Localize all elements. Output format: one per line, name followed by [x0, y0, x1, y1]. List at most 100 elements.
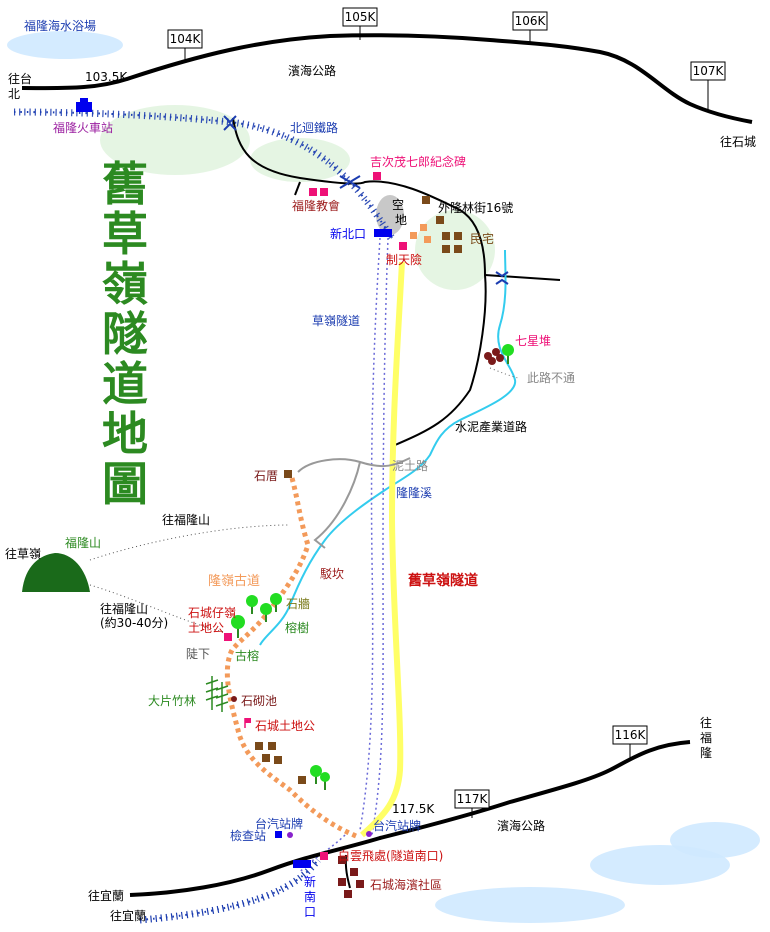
km-104k-label: 104K: [170, 32, 202, 46]
checkpoint-marker: [275, 831, 282, 838]
residence-houses: [422, 196, 462, 253]
shichengziling-shrine-label-1: 石城仔嶺: [188, 606, 236, 620]
church-marker-2: [320, 188, 328, 196]
title-char-3: 嶺: [102, 257, 148, 311]
dirt-road: [297, 457, 411, 549]
church-marker-1: [309, 188, 317, 196]
bus-stop-left-marker: [287, 832, 293, 838]
checkpoint-label: 檢查站: [230, 828, 266, 843]
xinnankou-label-3: 口: [304, 905, 316, 919]
trail-houses: [255, 742, 306, 784]
stone-pool-label: 石砌池: [241, 694, 277, 708]
creek-bridge-icon: [495, 271, 509, 285]
railway-south: [139, 857, 321, 924]
bamboo-forest-icon: [205, 676, 229, 712]
xinnankou-label-1: 新: [304, 874, 316, 889]
fulong-mountain-icon: [22, 553, 90, 592]
shicheng-community-houses: [338, 856, 364, 898]
shicuo-label: 石厝: [254, 469, 278, 483]
to-fulong-label-2: 福: [700, 730, 712, 745]
km-107k-label: 107K: [693, 64, 725, 78]
xinnankou-station-icon: [293, 860, 311, 868]
stone-pool-marker: [231, 696, 237, 702]
to-fulong-label-1: 往: [700, 715, 712, 730]
road-church-spur: [294, 181, 301, 196]
longlong-creek: [259, 249, 517, 646]
baiyunfeichu-label: 白雲飛處: [338, 848, 386, 863]
fulong-station-label: 福隆火車站: [53, 120, 113, 135]
south-trees: [310, 765, 330, 790]
to-taipei-label-line2: 北: [8, 87, 20, 101]
old-caoling-tunnel-line: [360, 261, 405, 838]
memorial-marker: [373, 172, 381, 180]
road-east-spur: [484, 274, 561, 281]
to-fulong-label-3: 隆: [700, 745, 712, 760]
title-char-4: 隧: [102, 307, 148, 361]
km-marker-104k: 104K: [167, 29, 203, 62]
zhitianxian-marker: [399, 242, 407, 250]
banyan-label: 榕樹: [285, 620, 309, 635]
fulong-mountain-label: 福隆山: [65, 535, 101, 550]
km-105k-label: 105K: [345, 10, 377, 24]
shichengziling-shrine-label-2: 土地公: [188, 621, 224, 635]
qixingdui-tree-icon: [502, 344, 514, 364]
title-char-5: 道: [102, 357, 148, 411]
longlong-creek-label: 隆隆溪: [396, 485, 432, 500]
to-caoling-label: 往草嶺: [5, 546, 41, 561]
fulong-church-label: 福隆教會: [292, 198, 340, 213]
yoshiji-memorial-label: 吉次茂七郎紀念碑: [370, 154, 466, 169]
road-closed-label: 此路不通: [527, 370, 575, 385]
residences-label: 民宅: [470, 231, 494, 246]
railway-bridge-icon: [223, 115, 237, 131]
to-fulong-mountain-label-2: 往福隆山: [100, 601, 148, 616]
to-fulong-mountain-label: 往福隆山: [162, 512, 210, 527]
xinnankou-label-2: 南: [304, 889, 316, 904]
road-rail-crossing-icon: [339, 175, 361, 189]
approx-time-label: (約30-40分): [100, 615, 168, 630]
bamboo-forest-label: 大片竹林: [148, 694, 196, 708]
caoling-tunnel-label: 草嶺隧道: [312, 313, 360, 328]
title-char-7: 圖: [102, 457, 148, 511]
to-yilan-label-1: 往宜蘭: [88, 888, 124, 903]
to-yilan-label-2: 往宜蘭: [110, 908, 146, 923]
old-railway-alignment: [299, 237, 389, 873]
km-117k-label: 117K: [457, 792, 489, 806]
title-char-6: 地: [102, 407, 148, 461]
km-116k-label: 116K: [615, 728, 647, 742]
bus-stop-right-marker: [366, 831, 372, 837]
longling-trail: [224, 477, 357, 839]
to-taipei-label-line1: 往台: [8, 71, 32, 86]
cement-road-label: 水泥產業道路: [455, 419, 527, 434]
residence-orange-houses: [410, 224, 431, 243]
map-title: 舊 草 嶺 隧 道 地 圖: [102, 157, 148, 511]
road-closed-path: [489, 367, 519, 379]
km-marker-106k: 106K: [512, 11, 548, 44]
north-link-railway-label: 北迴鐵路: [290, 120, 338, 135]
local-road-north: [232, 117, 487, 446]
qixingdui-label: 七星堆: [515, 334, 551, 348]
tuokan-label: 駁坎: [320, 567, 344, 581]
title-char-2: 草: [102, 207, 148, 261]
path-to-fulong-mountain: [89, 524, 291, 561]
coastal-road-north-label: 濱海公路: [288, 63, 336, 78]
wailonglin-16-label: 外隆林街16號: [438, 200, 513, 215]
km-marker-105k: 105K: [342, 7, 378, 40]
north-link-railway: [13, 108, 395, 241]
old-banyan-label: 古榕: [235, 648, 259, 663]
fulong-station-train-icon: [76, 98, 92, 112]
dirt-road-label: 泥土路: [392, 458, 428, 473]
bus-stop-left-label: 台汽站牌: [255, 816, 303, 831]
shicuo-marker: [284, 470, 292, 478]
trail-trees: [231, 593, 282, 638]
coastal-road-north: [21, 33, 753, 124]
shichengziling-shrine-marker: [224, 633, 232, 641]
bus-stop-right-label: 台汽站牌: [373, 818, 421, 833]
title-char-1: 舊: [102, 157, 148, 211]
shicheng-shrine-label: 石城土地公: [255, 719, 315, 733]
km-117-5-label: 117.5K: [392, 802, 435, 816]
coastal-road-south: [129, 740, 691, 897]
stone-wall-label: 石牆: [286, 596, 310, 611]
zhitianxian-label: 制天險: [386, 252, 422, 267]
shicheng-community-label: 石城海濱社區: [370, 877, 442, 892]
